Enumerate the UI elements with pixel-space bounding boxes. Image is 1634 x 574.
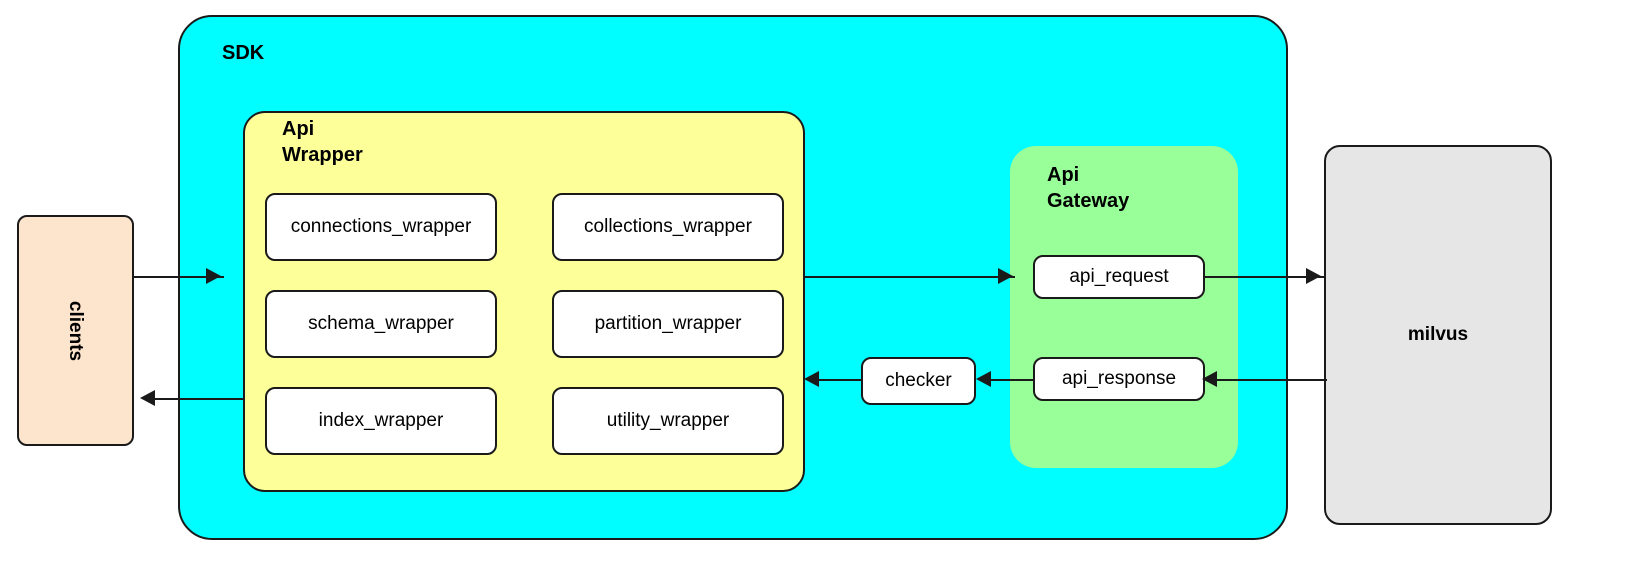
arrow-right-icon-api-request-to-milvus <box>1306 268 1321 284</box>
container-api-wrapper-label: Api Wrapper <box>282 118 363 166</box>
container-sdk-label: SDK <box>222 42 265 64</box>
arrow-left-icon-sdk-to-clients <box>140 390 155 406</box>
node-milvus-label: milvus <box>1407 324 1469 345</box>
node-connections-wrapper[interactable]: connections_wrapper <box>265 193 497 261</box>
node-utility-wrapper-label: utility_wrapper <box>606 410 730 431</box>
node-partition-wrapper[interactable]: partition_wrapper <box>552 290 784 358</box>
arrow-left-icon-api-response-to-checker <box>976 371 991 387</box>
node-api-response-label: api_response <box>1061 368 1177 389</box>
node-index-wrapper-label: index_wrapper <box>318 410 444 431</box>
arrow-right-icon-api-wrapper-to-api-gateway <box>998 268 1013 284</box>
node-api-request[interactable]: api_request <box>1033 255 1205 299</box>
node-api-response[interactable]: api_response <box>1033 357 1205 401</box>
arrow-left-icon-milvus-to-api-response <box>1202 371 1217 387</box>
node-checker-label: checker <box>885 370 952 391</box>
edge-api-request-to-milvus <box>1205 276 1325 278</box>
edge-checker-to-api-wrapper <box>810 379 862 381</box>
node-clients[interactable]: clients <box>17 215 134 446</box>
node-collections-wrapper-label: collections_wrapper <box>584 216 752 237</box>
container-api-gateway <box>1010 146 1238 468</box>
node-schema-wrapper-label: schema_wrapper <box>308 313 454 334</box>
edge-clients-to-sdk <box>134 276 224 278</box>
node-index-wrapper[interactable]: index_wrapper <box>265 387 497 455</box>
edge-milvus-to-api-response <box>1207 379 1327 381</box>
edge-sdk-to-clients <box>146 398 245 400</box>
arrow-left-icon-checker-to-api-wrapper <box>804 371 819 387</box>
node-clients-label: clients <box>65 300 87 361</box>
node-collections-wrapper[interactable]: collections_wrapper <box>552 193 784 261</box>
container-api-gateway-label: Api Gateway <box>1047 164 1130 212</box>
node-checker[interactable]: checker <box>861 357 976 405</box>
node-schema-wrapper[interactable]: schema_wrapper <box>265 290 497 358</box>
node-api-request-label: api_request <box>1069 266 1169 287</box>
node-utility-wrapper[interactable]: utility_wrapper <box>552 387 784 455</box>
node-milvus[interactable]: milvus <box>1324 145 1552 525</box>
arrow-right-icon-clients-to-sdk <box>206 268 221 284</box>
edge-api-wrapper-to-api-gateway <box>805 276 1015 278</box>
node-partition-wrapper-label: partition_wrapper <box>594 313 742 334</box>
edge-api-response-to-checker <box>982 379 1034 381</box>
node-connections-wrapper-label: connections_wrapper <box>290 216 472 237</box>
